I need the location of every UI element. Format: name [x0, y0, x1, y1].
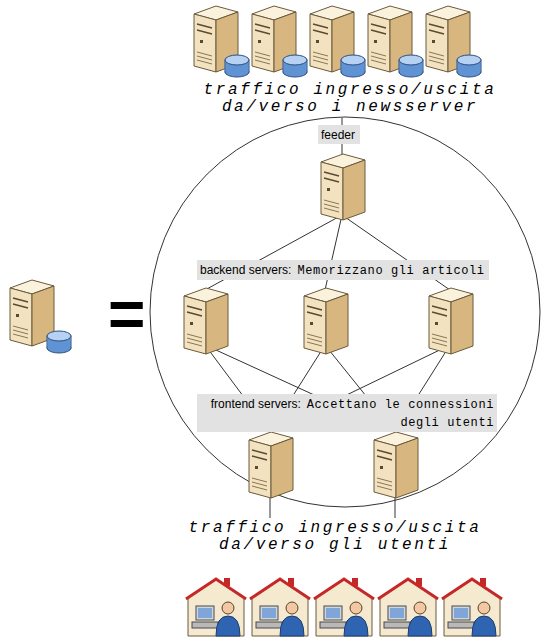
equals-sign: =	[108, 282, 145, 346]
link-lines	[205, 118, 450, 518]
newsserver-icons	[194, 6, 481, 77]
node-description: Accettano le connessioni degli utenti	[307, 398, 494, 430]
traffic-caption: traffico ingresso/uscita da/verso gli ut…	[163, 520, 507, 554]
node-description: Memorizzano gli articoli	[297, 264, 484, 278]
frontend-servers	[249, 432, 418, 498]
traffic-caption: traffico ingresso/uscita da/verso i news…	[178, 82, 522, 116]
frontend-label: frontend servers: Accettano le connession…	[197, 394, 497, 432]
cluster-circle	[150, 117, 540, 507]
node-heading: backend servers:	[200, 263, 291, 277]
feeder-server	[321, 154, 365, 220]
backend-servers	[184, 288, 473, 354]
cluster-server-icon	[10, 280, 71, 353]
user-houses	[186, 578, 502, 636]
backend-label: backend servers: Memorizzano gli articoli	[197, 260, 489, 280]
node-heading: feeder	[321, 128, 355, 142]
feeder-label: feeder	[318, 125, 360, 144]
node-heading: frontend servers:	[211, 397, 301, 411]
